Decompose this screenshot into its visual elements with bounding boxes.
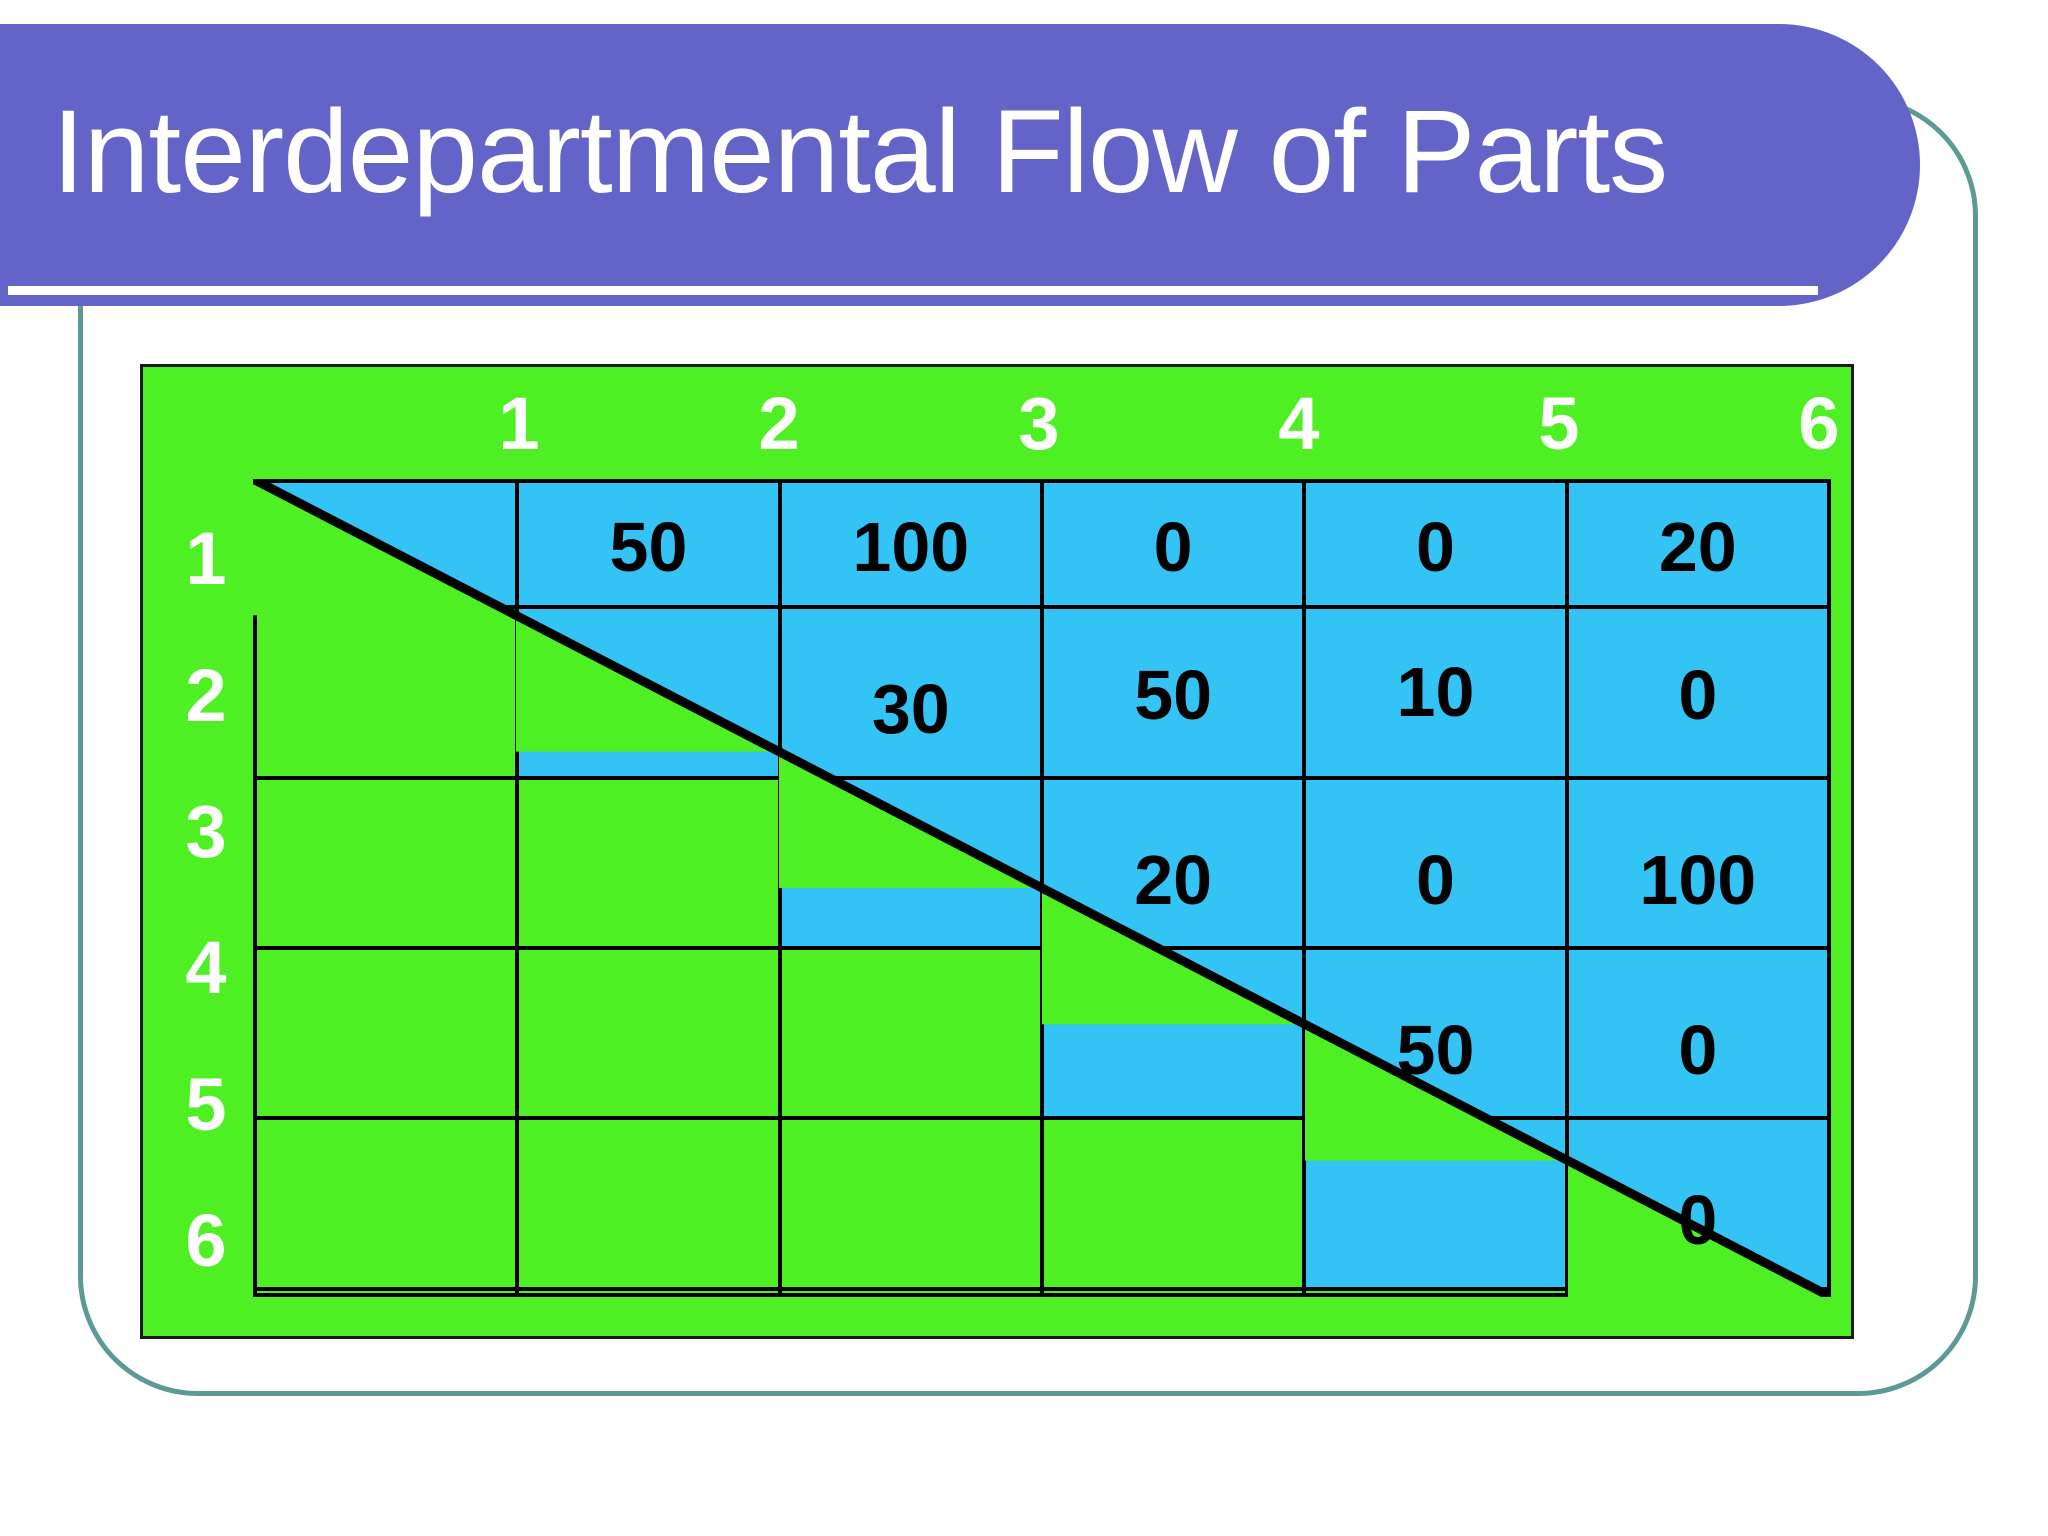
cell-3-3 (777, 775, 1044, 950)
cell-3-2 (515, 775, 782, 950)
cell-3-5: 0 (1302, 775, 1569, 950)
cell-1-3: 100 (777, 478, 1044, 610)
cell-5-6: 0 (1564, 1116, 1832, 1291)
title-underline-rule (8, 286, 1818, 295)
cell-value: 10 (1396, 653, 1475, 732)
table-row: 0 (252, 1116, 1832, 1291)
column-header-3: 3 (1018, 382, 1060, 465)
cell-4-6: 0 (1564, 945, 1832, 1121)
cell-1-5: 0 (1302, 478, 1569, 610)
table-row (252, 1286, 1832, 1298)
cell-1-1 (252, 478, 520, 610)
cell-value: 0 (1416, 840, 1455, 919)
cell-value: 0 (1678, 656, 1718, 735)
column-header-4: 4 (1278, 382, 1320, 465)
cell-4-1 (252, 945, 520, 1121)
table-row: 20 0 100 (252, 775, 1832, 950)
cell-2-5: 10 (1302, 605, 1569, 780)
cell-2-1 (252, 605, 520, 780)
table-row: 50 100 0 0 20 (252, 478, 1832, 610)
flow-matrix-grid-wrapper: 50 100 0 0 20 30 50 10 0 (252, 478, 1832, 1298)
column-header-5: 5 (1538, 382, 1580, 465)
cell-2-2 (515, 605, 782, 780)
page-title: Interdepartmental Flow of Parts (52, 86, 1668, 218)
row-header-3: 3 (185, 789, 227, 873)
cell-6-3 (777, 1286, 1044, 1298)
cell-value: 30 (871, 670, 950, 749)
cell-1-6: 20 (1564, 478, 1832, 610)
cell-value: 0 (1678, 1181, 1718, 1260)
cell-4-5: 50 (1302, 945, 1569, 1121)
cell-3-1 (252, 775, 520, 950)
column-header-6: 6 (1798, 382, 1840, 465)
cell-2-3: 30 (777, 605, 1044, 780)
cell-5-1 (252, 1116, 520, 1291)
cell-5-4 (1039, 1116, 1307, 1291)
cell-5-2 (515, 1116, 782, 1291)
column-header-2: 2 (758, 382, 800, 465)
cell-value: 100 (852, 508, 970, 587)
cell-4-4 (1039, 945, 1307, 1121)
row-header-5: 5 (185, 1062, 227, 1146)
cell-value: 20 (1134, 840, 1213, 919)
cell-value: 50 (1396, 1011, 1475, 1090)
row-header-6: 6 (185, 1198, 227, 1282)
cell-6-4 (1039, 1286, 1307, 1298)
row-header-4: 4 (185, 926, 227, 1010)
table-row: 30 50 10 0 (252, 605, 1832, 780)
cell-2-6: 0 (1564, 605, 1832, 780)
cell-4-3 (777, 945, 1044, 1121)
cell-3-6: 100 (1564, 775, 1832, 950)
row-header-column: 1 2 3 4 5 6 (163, 479, 249, 1297)
cell-2-4: 50 (1039, 605, 1307, 780)
flow-matrix-grid: 50 100 0 0 20 30 50 10 0 (252, 478, 1832, 1298)
cell-value: 50 (1134, 656, 1213, 735)
cell-3-4: 20 (1039, 775, 1307, 950)
cell-value: 0 (1678, 1011, 1718, 1090)
row-header-1: 1 (185, 517, 227, 601)
cell-1-4: 0 (1039, 478, 1307, 610)
cell-4-2 (515, 945, 782, 1121)
column-header-1: 1 (498, 382, 540, 465)
cell-1-2: 50 (515, 478, 782, 610)
cell-5-5 (1302, 1116, 1569, 1291)
column-header-row: 1 2 3 4 5 6 (389, 385, 1949, 463)
row-header-2: 2 (185, 653, 227, 737)
cell-6-6 (1564, 1286, 1832, 1298)
cell-6-5 (1302, 1286, 1569, 1298)
cell-value: 0 (1416, 508, 1455, 587)
cell-6-1 (252, 1286, 520, 1298)
cell-value: 20 (1658, 508, 1737, 587)
cell-5-3 (777, 1116, 1044, 1291)
matrix-panel: 1 2 3 4 5 6 1 2 3 4 5 6 50 100 0 (140, 364, 1854, 1339)
cell-value: 50 (609, 508, 688, 587)
table-row: 50 0 (252, 945, 1832, 1121)
cell-value: 100 (1639, 840, 1757, 919)
title-banner: Interdepartmental Flow of Parts (0, 24, 1920, 306)
cell-value: 0 (1153, 508, 1193, 587)
cell-6-2 (515, 1286, 782, 1298)
